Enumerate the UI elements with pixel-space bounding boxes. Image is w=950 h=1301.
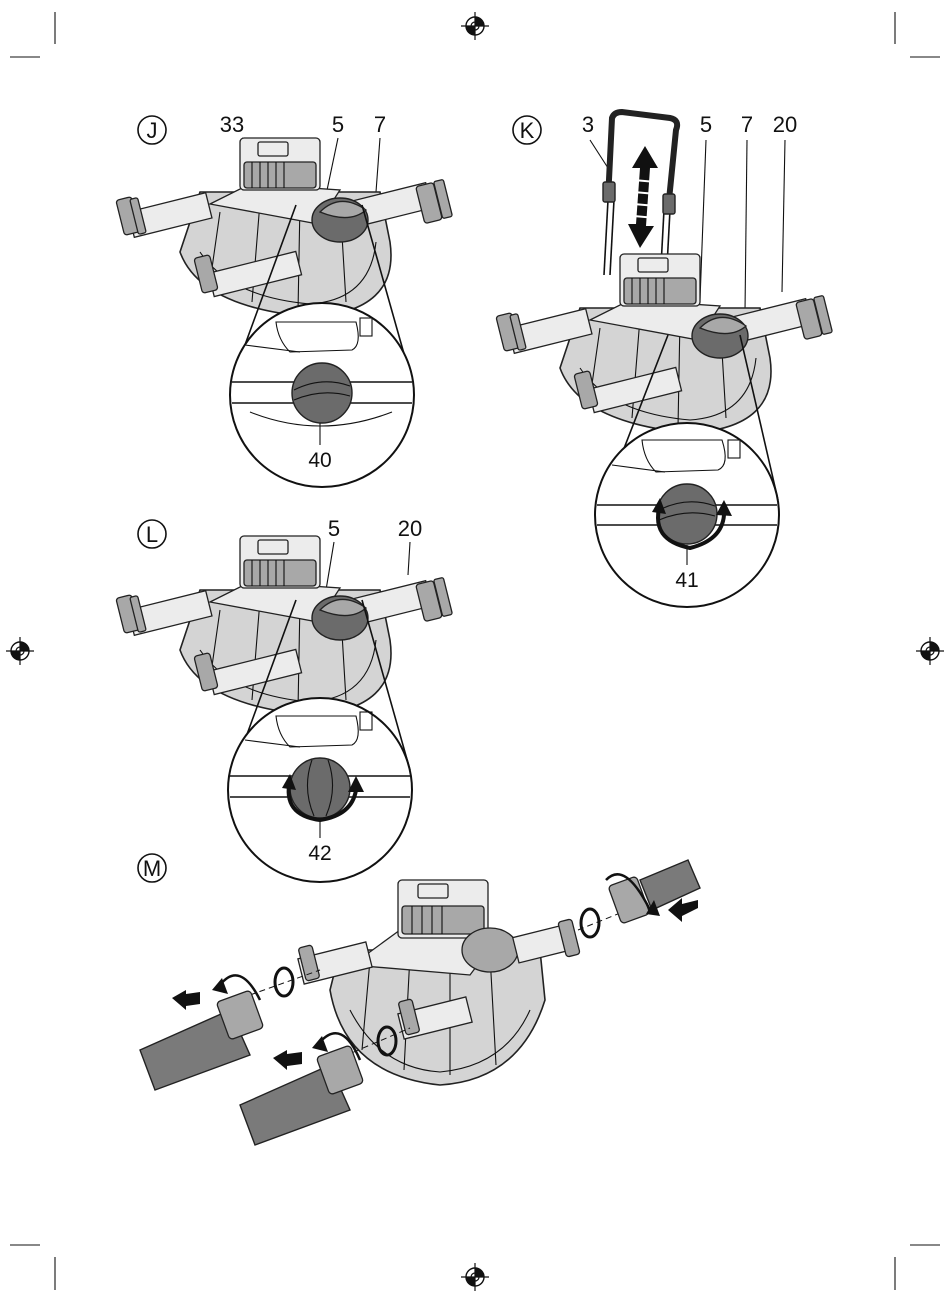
- registration-mark-icon: [916, 637, 944, 665]
- detail-label-40: 40: [308, 449, 331, 472]
- panel-m: M: [138, 854, 700, 1145]
- panel-letter: L: [146, 522, 158, 547]
- registration-mark-icon: [461, 12, 489, 40]
- push-arrow-icon: [668, 898, 698, 922]
- double-arrow-icon: [628, 146, 658, 248]
- callout-5: 5: [328, 516, 340, 541]
- callout-7: 7: [374, 112, 386, 137]
- panel-j: J 33 5 7 40: [116, 112, 453, 487]
- detail-label-41: 41: [675, 569, 698, 592]
- crop-marks: [10, 12, 940, 1290]
- panel-l: L 5 20 42: [116, 516, 453, 882]
- callout-20: 20: [773, 112, 797, 137]
- callout-5: 5: [700, 112, 712, 137]
- hose-left-upper: [140, 990, 264, 1090]
- callout-3: 3: [582, 112, 594, 137]
- seal-ring: [581, 909, 599, 937]
- callout-20: 20: [398, 516, 422, 541]
- callout-7: 7: [741, 112, 753, 137]
- callout-5: 5: [332, 112, 344, 137]
- callout-33: 33: [220, 112, 244, 137]
- detail-label-42: 42: [308, 842, 331, 865]
- registration-mark-icon: [461, 1263, 489, 1291]
- panel-letter: J: [147, 118, 158, 143]
- seal-ring: [275, 968, 293, 996]
- pump-illustration: [116, 536, 453, 715]
- registration-mark-icon: [6, 637, 34, 665]
- panel-letter: K: [520, 118, 535, 143]
- pull-arrow-icon: [172, 990, 200, 1010]
- pump-illustration: [116, 138, 453, 317]
- panel-letter: M: [143, 856, 161, 881]
- panel-k: K 3 5 7 20: [496, 112, 833, 607]
- pull-arrow-icon: [273, 1050, 302, 1070]
